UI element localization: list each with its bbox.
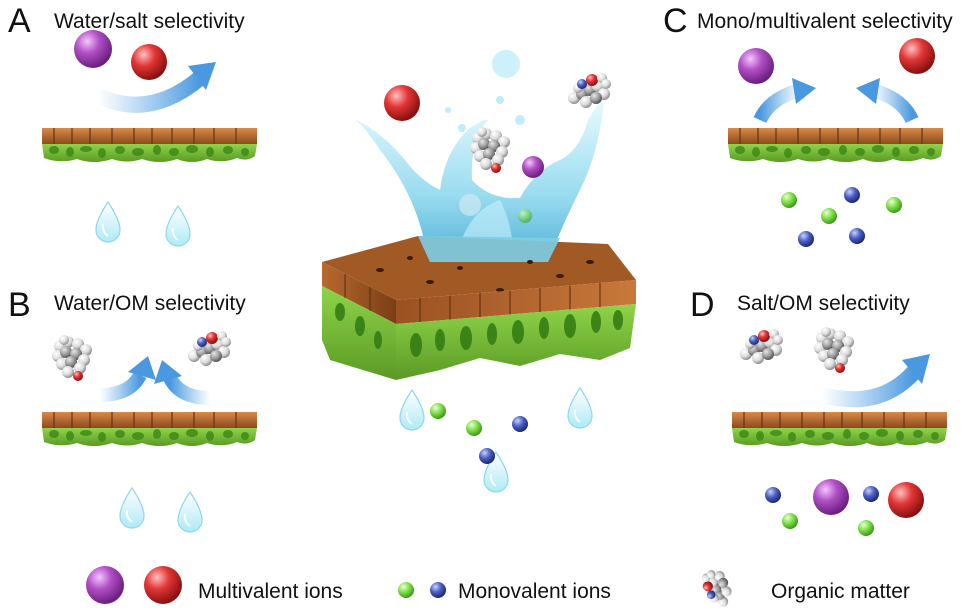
arrow-head xyxy=(188,62,216,90)
membrane-icon xyxy=(41,411,258,447)
organic-molecule-icon xyxy=(814,327,854,373)
legend-multivalent-purple xyxy=(86,566,124,604)
curved-arrow-icon xyxy=(163,374,211,405)
water-drop-icon xyxy=(165,205,191,247)
monovalent-ion-green xyxy=(466,420,482,436)
panel-d-letter: D xyxy=(690,286,715,324)
curved-arrow-icon xyxy=(869,83,919,124)
panel-d xyxy=(731,327,948,536)
panel-c-title: Mono/multivalent selectivity xyxy=(697,10,953,33)
organic-molecule-icon xyxy=(470,127,510,173)
monovalent-ion-blue xyxy=(512,416,528,432)
legend-multivalent-red xyxy=(144,566,182,604)
selective-layer-top xyxy=(322,236,636,300)
monovalent-ion-green xyxy=(430,403,446,419)
curved-arrow-icon xyxy=(819,366,920,408)
organic-molecule-icon xyxy=(188,331,231,366)
membrane-icon xyxy=(41,127,258,163)
curved-arrow-icon xyxy=(94,71,206,113)
water-drop-icon xyxy=(119,487,145,529)
multivalent-ion-purple xyxy=(738,48,774,84)
multivalent-ion-purple xyxy=(74,30,112,68)
water-drop-icon xyxy=(177,491,203,533)
legend xyxy=(86,566,732,607)
panel-a-title: Water/salt selectivity xyxy=(54,10,245,33)
membrane-icon xyxy=(727,127,944,163)
panel-b-letter: B xyxy=(8,286,31,324)
organic-molecule-icon xyxy=(568,73,611,108)
legend-organic-molecule-icon xyxy=(701,570,732,607)
water-drop-icon xyxy=(399,389,425,431)
water-splash xyxy=(352,98,604,262)
multivalent-ion-red xyxy=(899,38,935,74)
panel-b-title: Water/OM selectivity xyxy=(54,292,246,315)
water-drop-icon xyxy=(95,201,121,243)
selective-layer-front xyxy=(322,262,396,324)
legend-monovalent-blue xyxy=(430,582,446,598)
legend-monovalent-green xyxy=(398,582,414,598)
panel-c xyxy=(727,38,944,247)
panel-d-title: Salt/OM selectivity xyxy=(737,292,910,315)
curved-arrow-icon xyxy=(99,371,147,402)
center-membrane-scene xyxy=(322,50,636,493)
membrane-icon xyxy=(731,411,948,447)
multivalent-ion-red xyxy=(131,44,167,80)
panel-a-letter: A xyxy=(8,2,31,40)
curved-arrow-icon xyxy=(753,83,803,124)
organic-molecule-icon xyxy=(740,329,783,364)
organic-molecule-icon xyxy=(52,335,92,381)
water-drop-icon xyxy=(567,387,593,429)
legend-multivalent-label: Multivalent ions xyxy=(198,580,343,603)
legend-organic-label: Organic matter xyxy=(771,580,910,603)
panel-c-letter: C xyxy=(663,2,688,40)
legend-monovalent-label: Monovalent ions xyxy=(458,580,611,603)
panel-a xyxy=(41,30,258,247)
monovalent-ion-blue xyxy=(479,448,495,464)
panel-b xyxy=(41,331,258,533)
